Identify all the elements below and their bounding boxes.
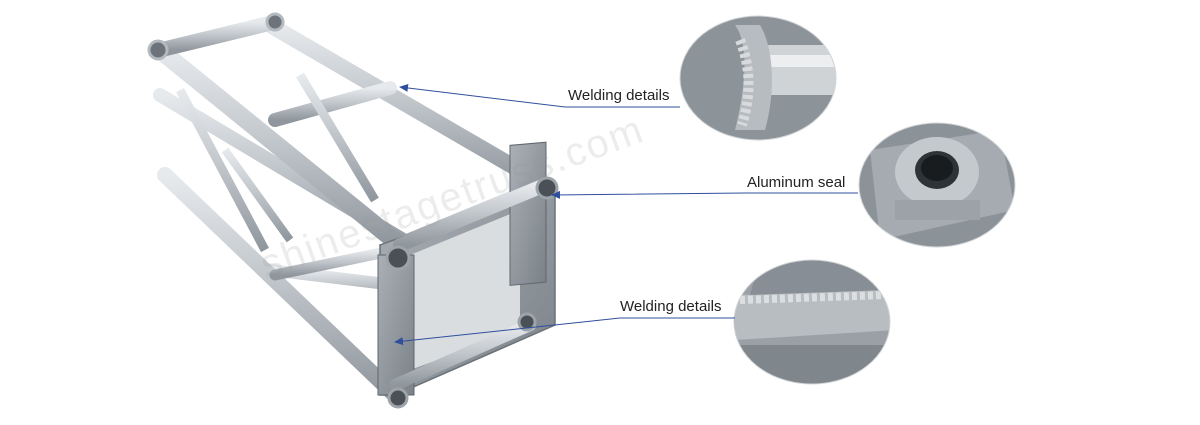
tube-end-hole — [385, 245, 411, 271]
callout-arrows — [394, 83, 858, 346]
detail-aluminum-seal — [858, 122, 1016, 248]
diagonal-3 — [221, 147, 294, 243]
callout-label-aluminum-seal: Aluminum seal — [747, 174, 846, 191]
end-bottom-tube — [389, 319, 536, 391]
tube-end-hole — [517, 312, 537, 332]
top-end-tube — [152, 14, 283, 58]
bottom-cross-tube — [269, 244, 401, 281]
detail-weld-joint — [679, 15, 837, 141]
bottom-front-chord — [157, 167, 403, 403]
callout-label-welding-2: Welding details — [620, 298, 722, 315]
end-plate-right — [509, 141, 547, 286]
detail-weld-seam — [733, 259, 891, 385]
callout-arrow-1 — [399, 83, 680, 108]
callout-label-welding-1: Welding details — [568, 87, 670, 104]
top-front-chord — [151, 41, 409, 254]
truss-frame — [147, 12, 559, 409]
top-rear-chord — [262, 17, 553, 193]
tube-end-hole — [265, 12, 285, 32]
tube-end-hole — [387, 387, 409, 409]
callout-arrow-3 — [394, 317, 735, 346]
top-cross-tube — [268, 81, 397, 127]
end-plate-left — [377, 254, 415, 396]
diagonal-1 — [296, 72, 379, 203]
tube-end-hole — [147, 39, 169, 61]
callout-arrow-2 — [551, 190, 858, 199]
end-frame-opening — [410, 210, 520, 370]
